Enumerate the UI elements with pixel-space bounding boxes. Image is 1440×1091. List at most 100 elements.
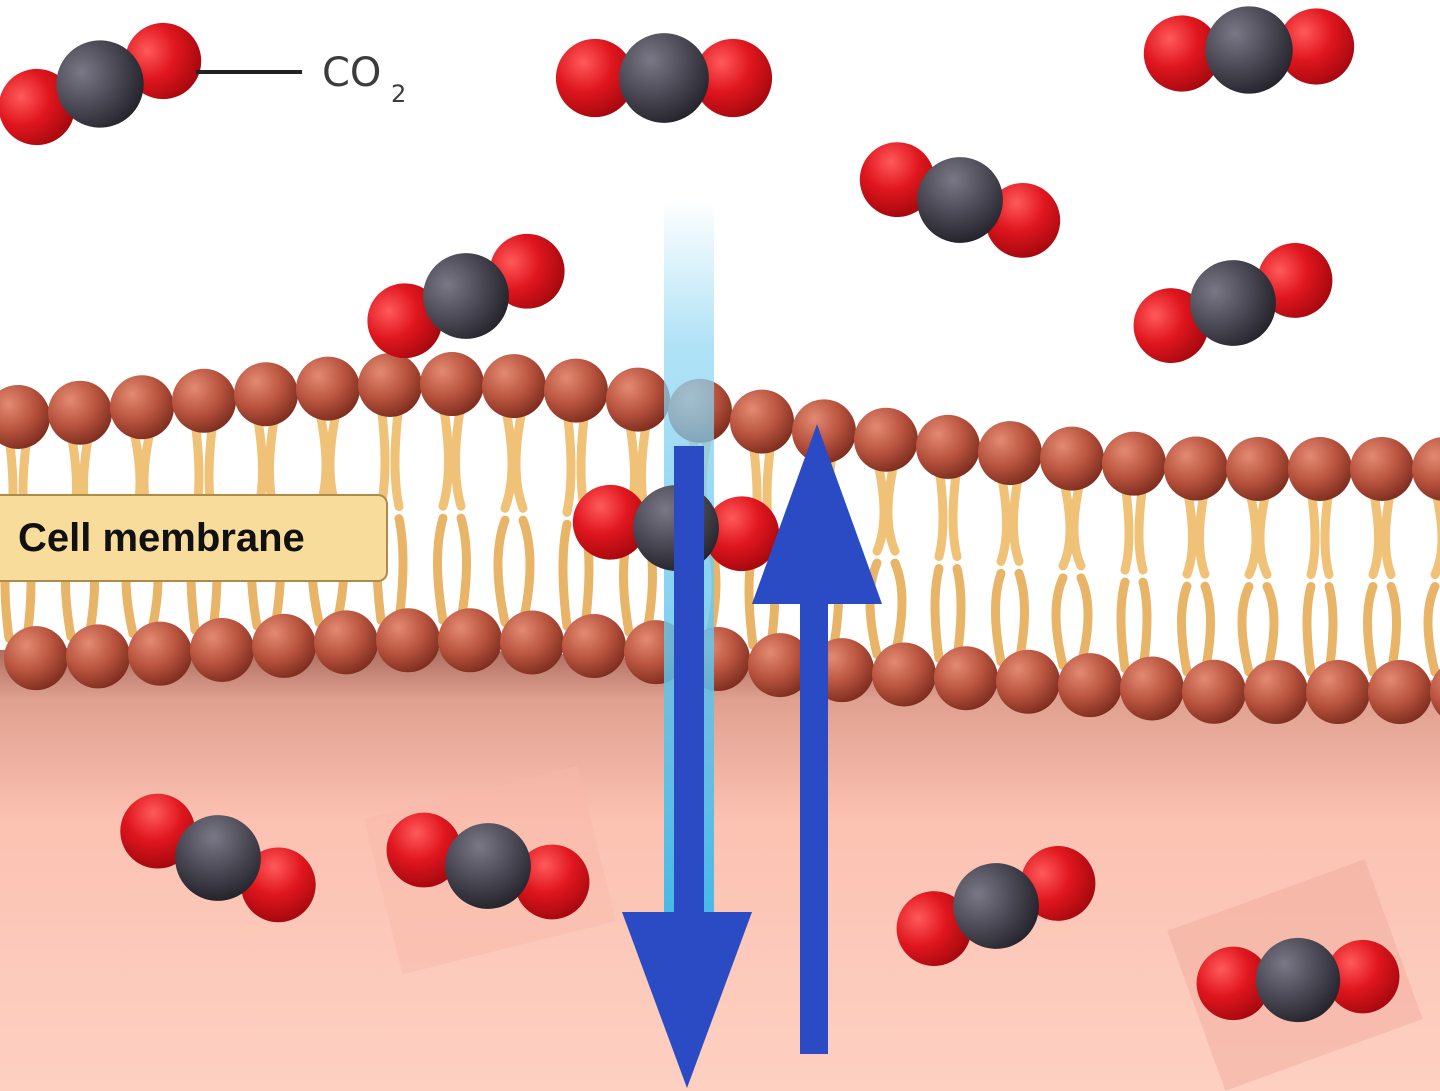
phospholipid-head (1350, 436, 1414, 501)
co2-molecule (354, 217, 578, 375)
phospholipid-head (1244, 659, 1308, 724)
lipid-tail (1381, 484, 1396, 579)
phospholipid-head (376, 608, 440, 673)
phospholipid-head (1102, 431, 1166, 496)
phospholipid-head (500, 610, 564, 675)
lipid-tail (1009, 468, 1024, 566)
phospholipid-head (252, 613, 316, 678)
legend-subscript: 2 (391, 80, 406, 108)
lipid-tail (1058, 474, 1075, 571)
lipid-tail (1255, 484, 1272, 579)
lipid-tail (493, 515, 510, 627)
phospholipid-head (1412, 437, 1440, 501)
phospholipid-head (562, 614, 626, 679)
lipid-tail (890, 558, 907, 659)
lipid-tail (883, 455, 900, 556)
phospholipid-head (792, 399, 856, 464)
lipid-tail (500, 401, 517, 513)
phospholipid-head (420, 352, 484, 417)
arrow-down-icon (622, 446, 752, 1088)
lipid-tail (1363, 581, 1378, 677)
lipid-tail (1320, 484, 1334, 579)
legend-label: CO (322, 50, 381, 96)
phospholipid-head (1182, 659, 1246, 724)
lipid-tail (390, 400, 404, 512)
phospholipid-head (1058, 653, 1122, 718)
lipid-tail (1069, 474, 1086, 571)
lipid-tail (1368, 484, 1383, 579)
lipid-tail (1076, 573, 1093, 670)
lipid-tail (1200, 581, 1215, 677)
phospholipid-head (544, 358, 608, 423)
lipid-tail (376, 400, 390, 512)
phospholipid-head (234, 362, 298, 427)
phospholipid-head (1040, 426, 1104, 491)
lipid-tail (1244, 484, 1261, 579)
phospholipid-head (66, 624, 130, 689)
lipid-tail (1195, 484, 1210, 579)
lipid-tail (1324, 581, 1338, 677)
phospholipid-head (978, 421, 1042, 486)
lipid-tail (1138, 577, 1152, 673)
phospholipid-head (916, 414, 980, 479)
phospholipid-head (172, 368, 236, 433)
co2-molecule (848, 127, 1072, 273)
lipid-tail (456, 513, 471, 625)
lipid-tail (1423, 581, 1440, 677)
lipid-tail (991, 568, 1006, 667)
co2-molecule (555, 33, 773, 123)
lipid-tail (562, 406, 576, 517)
membrane-heads-outer (0, 352, 1440, 501)
phospholipid-head (606, 367, 670, 432)
phospholipid-head (190, 617, 254, 682)
phospholipid-head (110, 375, 174, 440)
lipid-tail (1262, 581, 1279, 677)
phospholipid-head (128, 621, 192, 686)
lipid-tail (1134, 479, 1148, 575)
phospholipid-head (730, 389, 794, 454)
lipid-tail (952, 564, 966, 663)
lipid-tail (433, 513, 448, 625)
phospholipid-head (296, 356, 360, 421)
lipid-tail (511, 401, 528, 513)
phospholipid-head (314, 610, 378, 675)
membrane-label: Cell membrane (0, 494, 388, 582)
lipid-tail (1430, 484, 1440, 579)
lipid-tail (438, 399, 453, 511)
phospholipid-head (1288, 436, 1352, 501)
lipid-tail (394, 514, 408, 625)
lipid-tail (948, 462, 962, 562)
phospholipid-head (1164, 436, 1228, 501)
lipid-tail (1116, 577, 1130, 673)
lipid-tail (872, 455, 889, 556)
phospholipid-head (872, 642, 936, 707)
co2-molecule (1121, 227, 1345, 379)
phospholipid-head (4, 626, 68, 691)
lipid-tail (1120, 479, 1134, 575)
phospholipid-head (48, 380, 112, 445)
lipid-tail (1237, 581, 1254, 677)
co2-molecule-icon (0, 6, 214, 162)
lipid-tail (1306, 484, 1320, 579)
lipid-tail (934, 462, 948, 562)
lipid-tail (451, 399, 466, 511)
lipid-tail (1386, 581, 1401, 677)
lipid-tail (930, 564, 944, 663)
arrow-up-icon (752, 424, 882, 1054)
phospholipid-head (748, 633, 812, 698)
phospholipid-head (0, 384, 50, 449)
phospholipid-head (1368, 660, 1432, 724)
phospholipid-head (996, 649, 1060, 714)
cytoplasm (0, 645, 1440, 1091)
lipid-tail (1014, 568, 1029, 667)
co2-molecule (1141, 0, 1357, 100)
lipid-tail (558, 519, 572, 631)
lipid-tail (996, 468, 1011, 566)
phospholipid-head (1226, 436, 1290, 501)
phospholipid-head (482, 354, 546, 419)
lipid-tail (518, 515, 535, 627)
phospholipid-head (934, 646, 998, 711)
phospholipid-head (358, 352, 422, 417)
phospholipid-head (1306, 659, 1370, 724)
